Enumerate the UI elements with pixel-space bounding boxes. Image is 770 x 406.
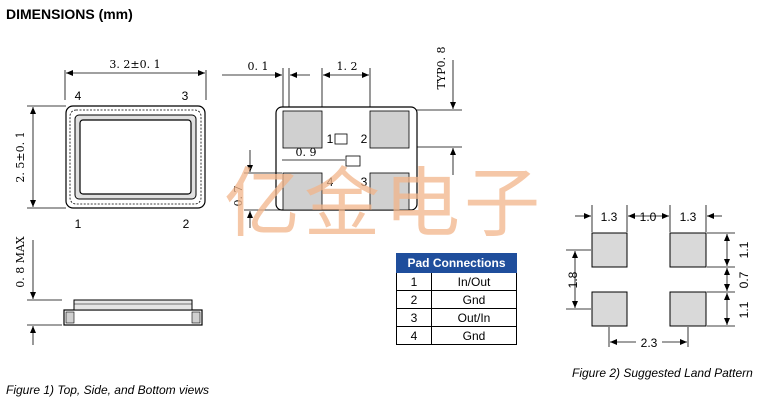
land-dim-pad-width-left: 1.3: [601, 210, 618, 224]
table-row: 3 Out/In: [396, 308, 517, 327]
pad-connection: In/Out: [431, 272, 517, 291]
bottom-pad-gap-dim: 1. 2: [337, 60, 358, 73]
lid: [79, 119, 192, 195]
pad-number: 4: [396, 326, 432, 345]
side-body: [63, 309, 203, 326]
watermark: 亿金电子: [224, 159, 544, 248]
bottom-pad-2: [369, 110, 410, 149]
bottom-edge-dim: 0. 1: [248, 60, 269, 73]
land-dim-pad-height-bottom: 1.1: [737, 301, 751, 318]
top-pin-4: 4: [75, 89, 82, 103]
land-pad-bottom-right: [669, 291, 707, 327]
bottom-pad-1: [282, 110, 323, 149]
side-height-dim: 0. 8 MAX: [14, 236, 27, 288]
side-lid: [73, 299, 193, 311]
top-width-dim: 3. 2±0. 1: [109, 58, 160, 71]
bottom-pad-4: [282, 172, 323, 211]
bottom-inner-gap-dim: 0. 9: [296, 146, 317, 159]
land-pad-top-left: [591, 232, 628, 268]
land-dim-center-pitch: 2.3: [641, 336, 658, 350]
land-dim-pitch: 1.8: [566, 271, 580, 288]
pad-number: 1: [396, 272, 432, 291]
top-pin-3: 3: [182, 89, 189, 103]
bottom-pad-3: [369, 172, 410, 211]
pad-table-header: Pad Connections: [396, 253, 517, 273]
land-pattern: 1.3 1.0 1.3 1.8 1.1 0.7 1.1 2.3: [566, 205, 751, 350]
top-height-dim: 2. 5±0. 1: [14, 131, 27, 182]
pad-number: 3: [396, 308, 432, 327]
pad-number: 2: [396, 290, 432, 309]
land-dim-pad-height-top: 1.1: [737, 241, 751, 258]
pad-connections-table: Pad Connections 1 In/Out 2 Gnd 3 Out/In …: [396, 253, 517, 345]
land-dim-gap: 1.0: [640, 210, 657, 224]
land-dim-row-gap: 0.7: [737, 271, 751, 288]
bottom-pin-1: 1: [327, 132, 334, 146]
bottom-pin-2: 2: [361, 132, 368, 146]
bottom-typ-dim: TYP0. 8: [435, 47, 448, 90]
top-view: 3. 2±0. 1 2. 5±0. 1 4 3 1 2: [14, 58, 207, 231]
top-pin-2: 2: [183, 217, 190, 231]
land-pad-top-right: [669, 232, 707, 268]
table-row: 4 Gnd: [396, 326, 517, 345]
pad-connection: Out/In: [431, 308, 517, 327]
pad-connection: Gnd: [431, 290, 517, 309]
page-title: DIMENSIONS (mm): [6, 6, 133, 22]
table-row: 1 In/Out: [396, 272, 517, 291]
land-dim-pad-width-right: 1.3: [680, 210, 697, 224]
figure-1-caption: Figure 1) Top, Side, and Bottom views: [6, 383, 209, 397]
bottom-view: 0. 1 1. 2 TYP0. 8 0. 9 0. 7 1 2 4 3: [222, 47, 462, 228]
top-pin-1: 1: [75, 217, 82, 231]
table-row: 2 Gnd: [396, 290, 517, 309]
figure-2-caption: Figure 2) Suggested Land Pattern: [572, 366, 753, 380]
pad-connection: Gnd: [431, 326, 517, 345]
side-view: 0. 8 MAX: [14, 236, 203, 345]
bottom-pin-4: 4: [327, 175, 334, 189]
bottom-pin-3: 3: [361, 175, 368, 189]
bottom-pad-height-dim: 0. 7: [232, 186, 245, 207]
land-pad-bottom-left: [591, 291, 628, 327]
